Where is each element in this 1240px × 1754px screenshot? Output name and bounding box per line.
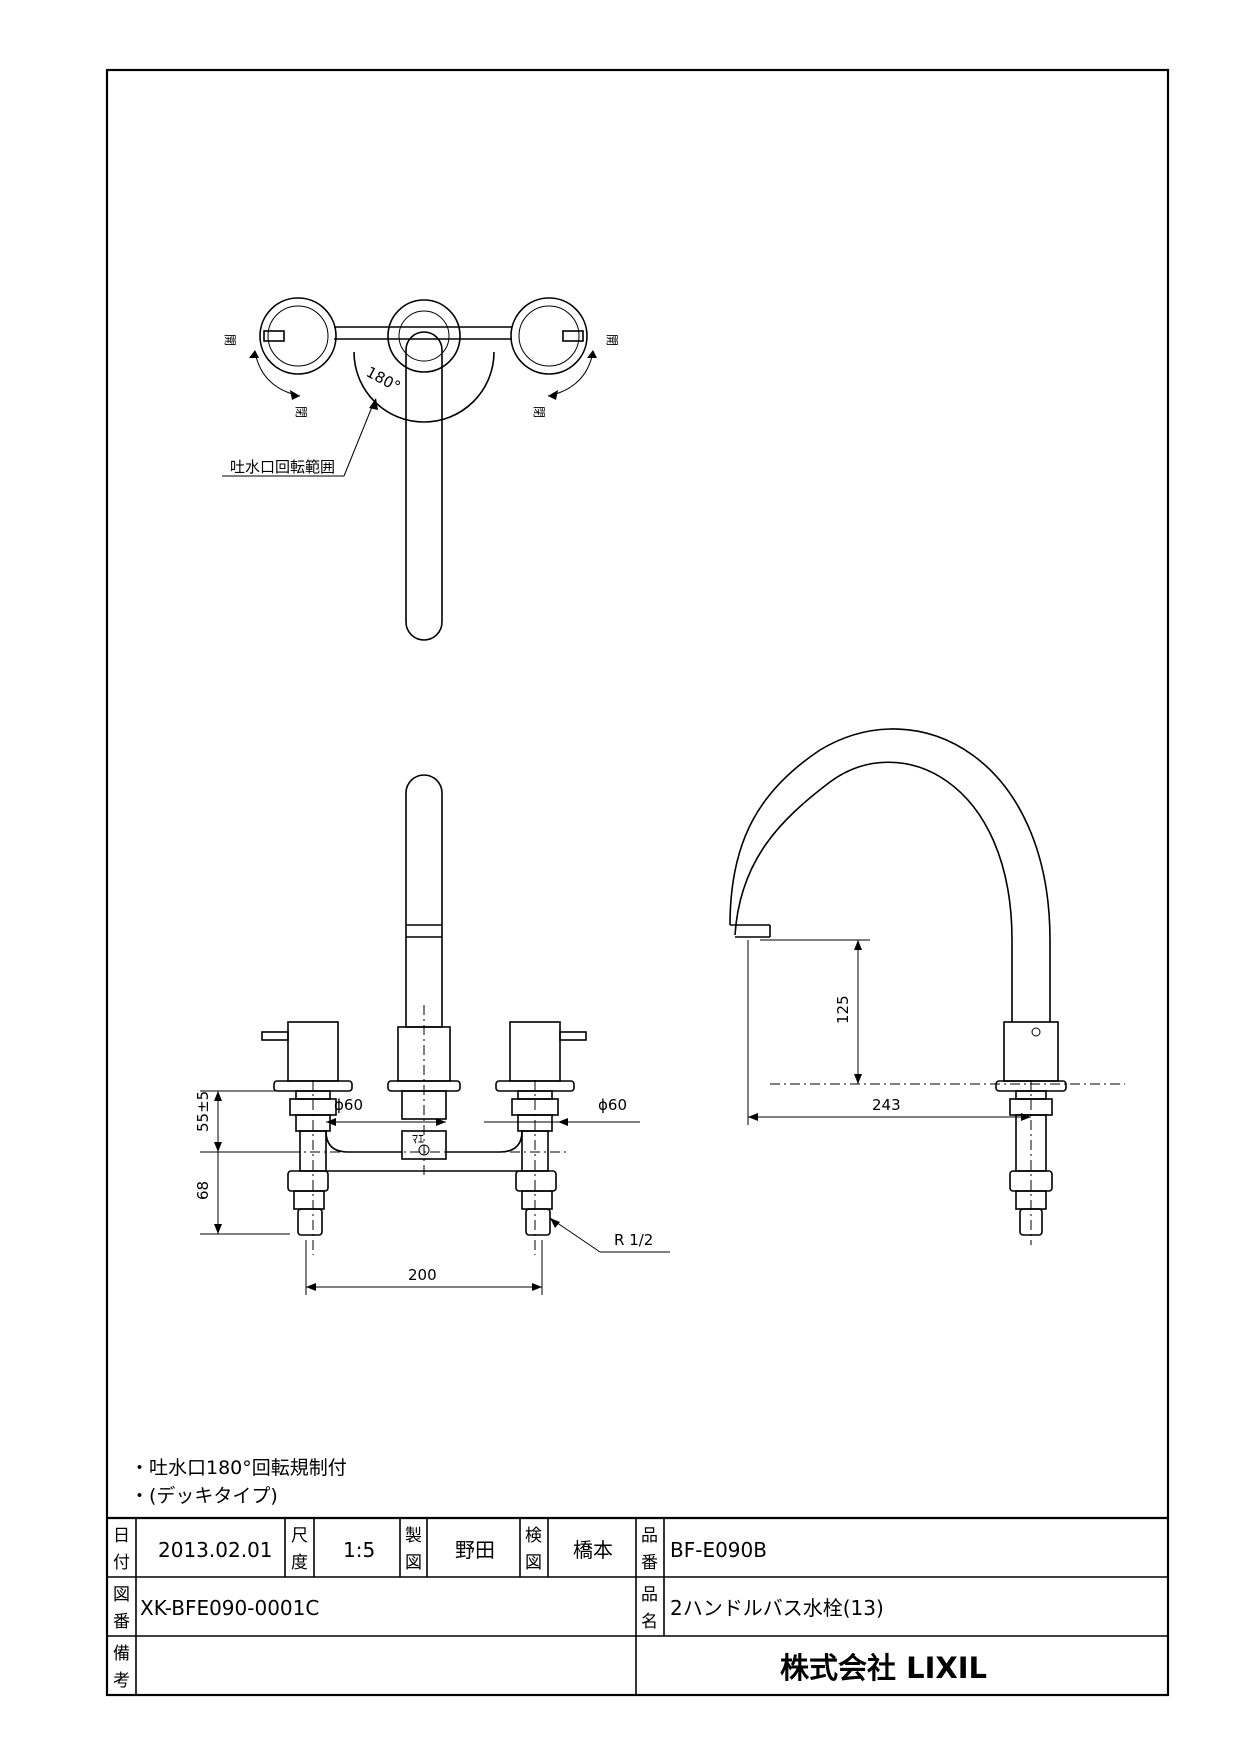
drawing-no-label-2: 番 [113,1612,130,1632]
remarks-label-2: 考 [113,1671,130,1691]
open-label-right: 開 [605,334,619,346]
close-label-right: 閉 [532,406,546,418]
remarks-label-1: 備 [113,1644,130,1664]
top-view: 開 開 閉 閉 180° 吐水口回転範囲 [222,297,619,641]
side-view: 125 243 [729,728,1125,1245]
drawn-label-2: 図 [405,1553,422,1573]
checked-label-1: 検 [525,1526,542,1546]
scale-label-1: 尺 [291,1526,308,1546]
dim-d60-left: ϕ60 [334,1096,363,1114]
checked-by: 橋本 [573,1538,613,1562]
drawing-no: XK-BFE090-0001C [140,1596,319,1620]
open-label-left: 開 [223,334,237,346]
scale-label-2: 度 [291,1553,308,1573]
dim-200: 200 [408,1266,437,1284]
spout-rotation-range-callout: 吐水口回転範囲 [230,458,335,476]
drawing-no-label-1: 図 [113,1585,130,1605]
part-no: BF-E090B [670,1538,767,1562]
thread-label: R 1/2 [614,1231,653,1249]
checked-label-2: 図 [525,1553,542,1573]
sheet-border [105,68,1170,1697]
drawn-by: 野田 [455,1538,495,1562]
part-no-label-2: 番 [641,1553,658,1573]
date-label-1: 日 [113,1526,130,1546]
date-label-2: 付 [113,1553,130,1573]
dim-d60-right: ϕ60 [598,1096,627,1114]
dim-55: 55±5 [194,1091,212,1132]
note-1: ・吐水口180°回転規制付 [130,1457,347,1479]
product-name: 2ハンドルバス水栓(13) [670,1596,884,1620]
date-value: 2013.02.01 [158,1538,273,1562]
product-name-label-2: 名 [641,1612,658,1632]
title-block: 日 付 2013.02.01 尺 度 1:5 製 図 野田 検 図 橋本 品 番… [107,1516,1168,1695]
part-no-label-1: 品 [641,1526,658,1546]
front-view: ﾏｴ 55±5 68 ϕ60 ϕ60 200 [194,774,670,1295]
product-name-label-1: 品 [641,1585,658,1605]
dim-243: 243 [872,1096,901,1114]
scale-value: 1:5 [343,1538,375,1562]
company-logo: 株式会社 LIXIL [780,1651,987,1685]
front-stamp: ﾏｴ [412,1132,424,1146]
note-2: ・(デッキタイプ) [130,1485,278,1507]
angle-label: 180° [363,363,403,396]
dim-125: 125 [834,995,852,1024]
drawn-label-1: 製 [405,1526,422,1546]
close-label-left: 閉 [294,406,308,418]
dim-68: 68 [194,1181,212,1200]
